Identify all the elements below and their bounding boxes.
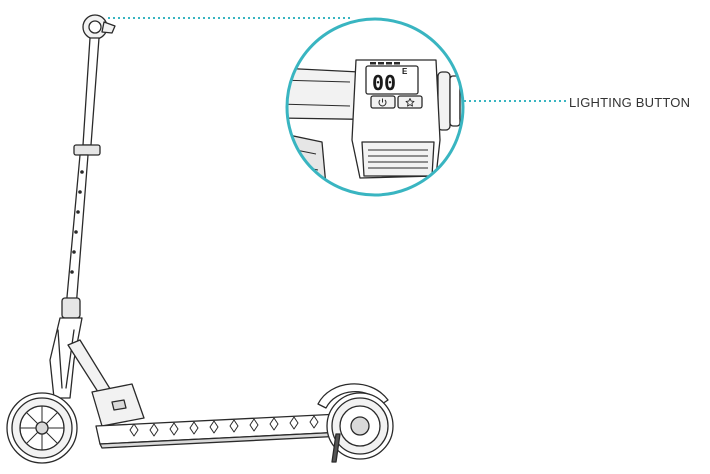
front-wheel bbox=[6, 392, 78, 464]
zoom-lighting-button bbox=[397, 95, 423, 109]
front-deck-light bbox=[111, 399, 127, 411]
zoom-brake-lever bbox=[287, 133, 327, 195]
stem-height-clamp bbox=[73, 144, 101, 156]
deck-neck bbox=[67, 339, 113, 396]
rear-wheel bbox=[326, 392, 394, 460]
callout-connectors bbox=[108, 17, 566, 102]
throttle-ridges bbox=[368, 149, 428, 169]
display-indicator: E bbox=[402, 67, 408, 76]
display-speed-readout: 00 bbox=[372, 71, 396, 95]
stem-adjustment-holes bbox=[70, 170, 84, 274]
power-icon bbox=[378, 98, 387, 107]
display-bars bbox=[370, 62, 400, 65]
folding-joint bbox=[61, 297, 81, 319]
handlebar-grip bbox=[82, 14, 116, 40]
lighting-star-icon bbox=[405, 98, 415, 107]
deck-star-pattern bbox=[129, 415, 319, 437]
kickstand bbox=[331, 433, 341, 463]
fork-detail bbox=[57, 329, 75, 389]
zoom-display-window bbox=[365, 65, 419, 95]
lighting-button-label: LIGHTING BUTTON bbox=[569, 95, 691, 110]
upper-stem bbox=[82, 37, 100, 146]
zoom-detail: 00 E bbox=[285, 17, 465, 197]
rear-fender bbox=[317, 383, 389, 409]
zoom-throttle-paddle bbox=[361, 141, 435, 177]
scooter bbox=[6, 14, 394, 464]
zoom-circle-outline bbox=[285, 17, 465, 197]
